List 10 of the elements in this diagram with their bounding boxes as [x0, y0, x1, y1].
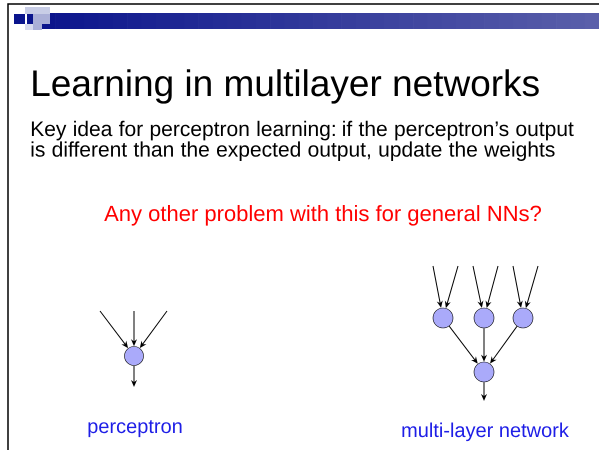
neuron-circle — [474, 362, 494, 382]
title: Learning in multilayer networks — [33, 69, 539, 104]
body-text: Key idea for perceptron learning: if the perceptron’s output is different than the expected output, update the weights — [32, 120, 574, 161]
neuron-circle — [512, 308, 534, 328]
caption: multi-layer network — [402, 422, 569, 442]
neuron-circle — [124, 346, 144, 366]
caption: perceptron — [88, 420, 182, 438]
neuron-circle — [432, 308, 454, 328]
question-text: Any other problem with this for general NNs? — [104, 205, 541, 226]
neuron-circle — [474, 308, 494, 328]
